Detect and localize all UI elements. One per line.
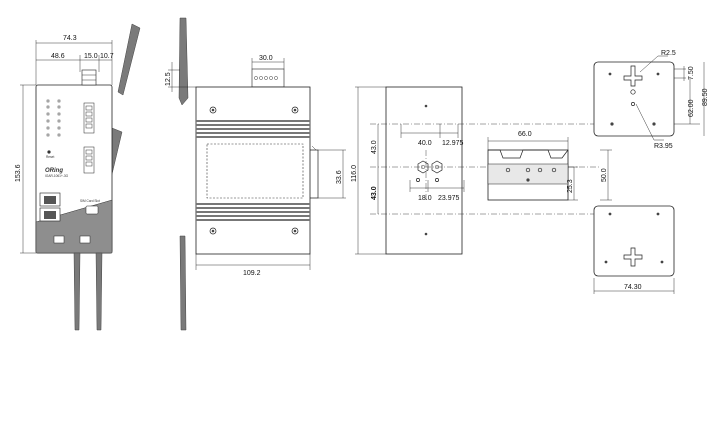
- dim-rail-hole-x4: 23.975: [438, 195, 460, 202]
- dim-radius-small: R2.5: [661, 50, 676, 57]
- dim-din-height: 50.0: [601, 168, 608, 182]
- dim-side-depth: 109.2: [243, 270, 261, 277]
- dim-side-antenna-offset: 12.5: [165, 72, 172, 86]
- reset-label: Reset: [46, 155, 54, 159]
- side-vents-bottom: [196, 203, 310, 221]
- dim-front-mid-width: 15.0: [84, 53, 98, 60]
- side-view: 30.0 12.5 33.6 109.2: [165, 17, 346, 331]
- side-din-bracket: [310, 149, 319, 199]
- dim-front-left-width: 48.6: [51, 53, 65, 60]
- side-vents-top: [196, 120, 310, 138]
- dim-side-bracket-height: 33.6: [336, 170, 343, 184]
- antenna-connector-top: [81, 69, 97, 86]
- dim-radius-large: R3.95: [654, 143, 673, 150]
- sim-card-slot: [85, 205, 99, 215]
- dim-front-total-width: 74.3: [63, 35, 77, 42]
- wall-plate-upper: [593, 61, 675, 137]
- brand-logo: ORing: [45, 168, 63, 174]
- dim-rail-hole-x1: 40.0: [418, 140, 432, 147]
- side-antenna-bottom: [179, 235, 187, 331]
- rail-screw-right: [431, 160, 443, 174]
- side-body: [195, 86, 311, 255]
- side-label-area: [206, 143, 304, 199]
- keyhole-slot-upper: [623, 65, 643, 87]
- sim-slot-label: SIM Card Slot: [80, 199, 100, 203]
- dim-rail-hole-x3: 18.0: [418, 195, 432, 202]
- model-label: IGAR-1061+-3G: [45, 174, 69, 178]
- rail-back-plate: [385, 86, 463, 255]
- dim-wall-7-50: 7.50: [688, 66, 695, 80]
- dim-wall-width: 74.30: [624, 284, 642, 291]
- front-view: Reset ORing IGAR-1061+-3G SIM Card Slot …: [15, 23, 141, 331]
- side-antenna-top: [178, 17, 189, 106]
- antenna-top-right: [117, 23, 141, 96]
- keyhole-slot-lower: [623, 247, 643, 267]
- wall-plate-lower: [593, 205, 675, 277]
- antenna-bottom-right: [95, 252, 103, 331]
- side-terminal-block: [251, 68, 285, 88]
- dim-front-right-width: 10.7: [100, 53, 114, 60]
- din-clip-view: 66.0 25.3 50.0: [487, 131, 612, 201]
- reset-button: [47, 150, 51, 154]
- rail-view: 116.0 43.0 43.0 40.0 12.975 18.0 23.975: [351, 86, 600, 255]
- dim-side-terminal-width: 30.0: [259, 55, 273, 62]
- dim-rail-hole-x2: 12.975: [442, 140, 464, 147]
- dim-rail-height: 116.0: [351, 165, 358, 182]
- dim-front-height: 153.6: [15, 164, 22, 182]
- antenna-bottom-left: [73, 252, 81, 331]
- dim-rail-upper: 43.0: [371, 140, 378, 154]
- dim-rail-lower: 43.0: [371, 186, 378, 200]
- dim-wall-62-00: 62.00: [688, 99, 695, 117]
- rail-screw-left: [417, 160, 429, 174]
- dim-wall-89-50: 89.50: [702, 88, 709, 106]
- dim-din-offset: 25.3: [567, 179, 574, 193]
- dim-din-width: 66.0: [518, 131, 532, 138]
- led-panel: [46, 99, 61, 137]
- wall-mount-view: R2.5 R3.95 7.50 62.00 89.50 74.30: [593, 50, 709, 294]
